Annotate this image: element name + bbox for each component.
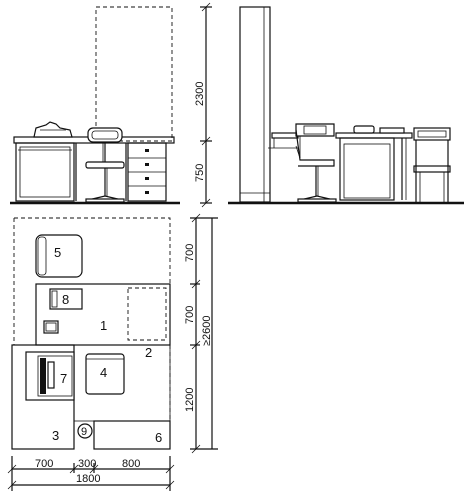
dim-300-width: 300 <box>78 458 96 470</box>
front-chair-seat <box>85 161 125 169</box>
label-5: 5 <box>54 245 61 260</box>
front-left-pedestal <box>15 142 75 202</box>
dim-750: 750 <box>194 164 206 182</box>
label-3: 3 <box>52 428 59 443</box>
plan-phone-icon <box>43 320 59 334</box>
side-elevation <box>228 6 464 205</box>
dim-700-mid: 700 <box>184 306 196 324</box>
side-tall-cabinet <box>239 6 271 203</box>
label-7: 7 <box>60 371 67 386</box>
label-9: 9 <box>81 426 87 438</box>
side-guest-chair-seat <box>413 165 451 173</box>
label-4: 4 <box>100 365 107 380</box>
front-typewriter-icon <box>33 121 73 138</box>
front-chair-back <box>87 127 123 143</box>
plan-item-8 <box>49 288 83 310</box>
label-6: 6 <box>155 430 162 445</box>
side-guest-chair-back <box>413 127 451 141</box>
dim-1800-width: 1800 <box>76 473 100 485</box>
label-2: 2 <box>145 345 152 360</box>
side-desk-top <box>335 132 413 139</box>
front-tall-cabinet-outline <box>95 6 173 142</box>
plan-desk-dashed-area <box>127 287 167 341</box>
side-chair <box>295 129 335 167</box>
dim-700-top: 700 <box>184 244 196 262</box>
plan-circulation-top <box>14 217 171 284</box>
plan-view: 5 8 1 2 7 4 9 6 3 <box>7 213 218 491</box>
label-8: 8 <box>62 292 69 307</box>
dim-800-width: 800 <box>122 458 140 470</box>
dim-1200: 1200 <box>184 388 196 412</box>
plan-chair-5 <box>35 234 83 278</box>
side-desk-pedestal <box>339 137 395 201</box>
plan-chair-4 <box>85 353 125 395</box>
dim-2600: ≥2600 <box>201 315 213 346</box>
dim-2300: 2300 <box>194 82 206 106</box>
dim-700-width: 700 <box>35 458 53 470</box>
label-1: 1 <box>100 318 107 333</box>
plan-cabinet-6 <box>93 420 171 450</box>
plan-wastebasket-9 <box>77 423 93 439</box>
front-elevation: 2300 750 <box>10 2 212 208</box>
